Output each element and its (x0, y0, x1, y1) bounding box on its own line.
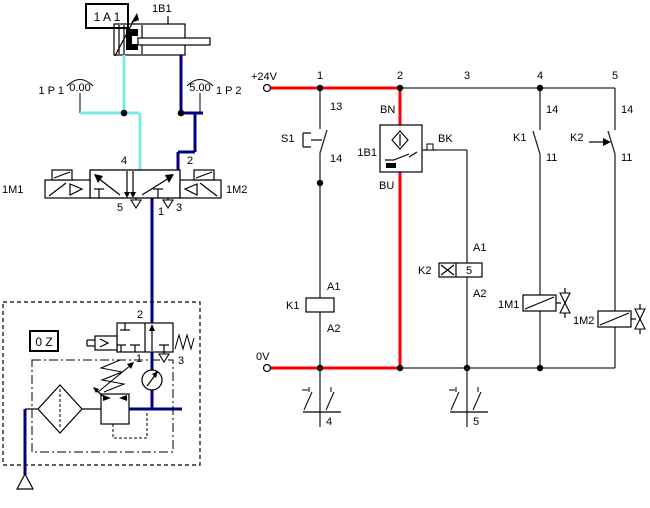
counter-relay-k2[interactable]: 5 (438, 262, 483, 278)
column-4-label: 4 (537, 70, 543, 82)
rail-wires (271, 86, 615, 370)
rail-positive-label: +24V (251, 71, 278, 83)
valve-32-shutoff-symbol[interactable]: 2 1 3 (86, 309, 195, 367)
k2-contact-11: 11 (621, 152, 632, 164)
service-unit-inner-frame (31, 359, 174, 453)
service-unit-tag-label: 0 Z (35, 335, 52, 349)
cylinder-symbol[interactable]: 1B1 (113, 3, 211, 57)
contact-k2[interactable] (589, 130, 616, 155)
rail-negative-label: 0V (256, 351, 270, 363)
sensor-1b1-label: 1B1 (357, 147, 377, 159)
gauge-1p2-value: 5.00 (189, 82, 210, 94)
cylinder-sensor-label: 1B1 (152, 3, 172, 15)
valve52-port3-label: 3 (176, 202, 182, 214)
wire-node-dot (316, 179, 324, 187)
column-1-label: 1 (317, 70, 323, 82)
filter-symbol[interactable] (25, 384, 101, 434)
gauge-1p1-value: 0.00 (69, 82, 90, 94)
gauge-1p1-label: 1 P 1 (39, 85, 65, 97)
solenoid-1m2-label: 1M2 (573, 315, 594, 327)
valve32-port3-label: 3 (178, 355, 184, 367)
k2-counter-preset: 5 (466, 265, 472, 277)
k2-counter-a1: A1 (473, 242, 486, 254)
valve52-solenoid-right-label: 1M2 (226, 184, 247, 196)
contact-ref-k2-label: 5 (473, 416, 479, 428)
column-5-label: 5 (612, 70, 618, 82)
tube-cylinder-left (80, 55, 142, 170)
valve52-solenoid-left-label: 1M1 (2, 184, 23, 196)
valve52-port2-label: 2 (187, 155, 193, 167)
tube-cylinder-right (176, 55, 203, 170)
sensor-bk-wire (422, 143, 467, 151)
cylinder-tag-box[interactable]: 1 A 1 (85, 3, 129, 29)
valve32-port1-label: 1 (136, 353, 142, 365)
sensor-wire-bk-label: BK (438, 133, 453, 145)
k1-coil-a2: A2 (327, 323, 340, 335)
valve-52-symbol[interactable]: 4 2 5 1 3 1M1 1M2 (2, 155, 247, 218)
contact-reference-k1: 4 (302, 368, 341, 428)
gauge-1p2-label: 1 P 2 (216, 85, 242, 97)
pushbutton-s1[interactable] (302, 129, 328, 154)
k1-contact-14: 14 (546, 104, 558, 116)
valve52-port1-label: 1 (158, 206, 164, 218)
valve52-port4-label: 4 (121, 155, 127, 167)
solenoid-1m1-label: 1M1 (498, 299, 519, 311)
rail-node-dots (316, 84, 544, 372)
tube-junction-dot (177, 109, 185, 117)
s1-terminal-14: 14 (330, 153, 342, 165)
service-unit-outer-frame (2, 301, 201, 466)
k2-contact-label: K2 (570, 132, 583, 144)
terminal-0v[interactable] (262, 363, 272, 373)
cushion-arrow-icon (131, 13, 139, 23)
k2-counter-label: K2 (418, 265, 431, 277)
pressure-gauge-1p2[interactable]: 5.00 1 P 2 (186, 79, 242, 114)
k2-contact-14: 14 (621, 104, 633, 116)
proximity-sensor-1b1[interactable] (379, 124, 423, 173)
service-gauge-symbol[interactable] (141, 369, 163, 391)
k1-contact-11: 11 (546, 152, 557, 164)
k1-contact-label: K1 (513, 132, 526, 144)
terminal-24v[interactable] (262, 83, 272, 93)
tube-junction-dot (120, 109, 128, 117)
k1-coil-a1: A1 (327, 281, 340, 293)
k1-coil-label: K1 (286, 300, 299, 312)
service-unit-tag-box[interactable]: 0 Z (29, 330, 59, 352)
regulator-symbol[interactable] (93, 359, 148, 439)
relay-coil-k1[interactable] (305, 297, 335, 313)
sensor-wire-bu-label: BU (379, 180, 394, 192)
pressure-gauge-1p1[interactable]: 0.00 1 P 1 (39, 79, 94, 114)
valve-solenoid-1m1[interactable] (522, 288, 571, 318)
s1-label: S1 (281, 133, 294, 145)
valve52-port5-label: 5 (117, 202, 123, 214)
column-3-label: 3 (464, 70, 470, 82)
contact-reference-k2: 5 (449, 368, 488, 428)
valve-solenoid-1m2[interactable] (597, 304, 646, 334)
k2-counter-a2: A2 (473, 288, 486, 300)
air-source-symbol[interactable] (16, 472, 34, 490)
column-2-label: 2 (397, 70, 403, 82)
contact-ref-k1-label: 4 (326, 416, 332, 428)
sensor-wire-bn-label: BN (380, 104, 395, 116)
contact-k1[interactable] (532, 130, 541, 155)
s1-terminal-13: 13 (330, 101, 342, 113)
cylinder-tag-label: 1 A 1 (94, 10, 121, 24)
valve32-port2-label: 2 (137, 309, 143, 321)
